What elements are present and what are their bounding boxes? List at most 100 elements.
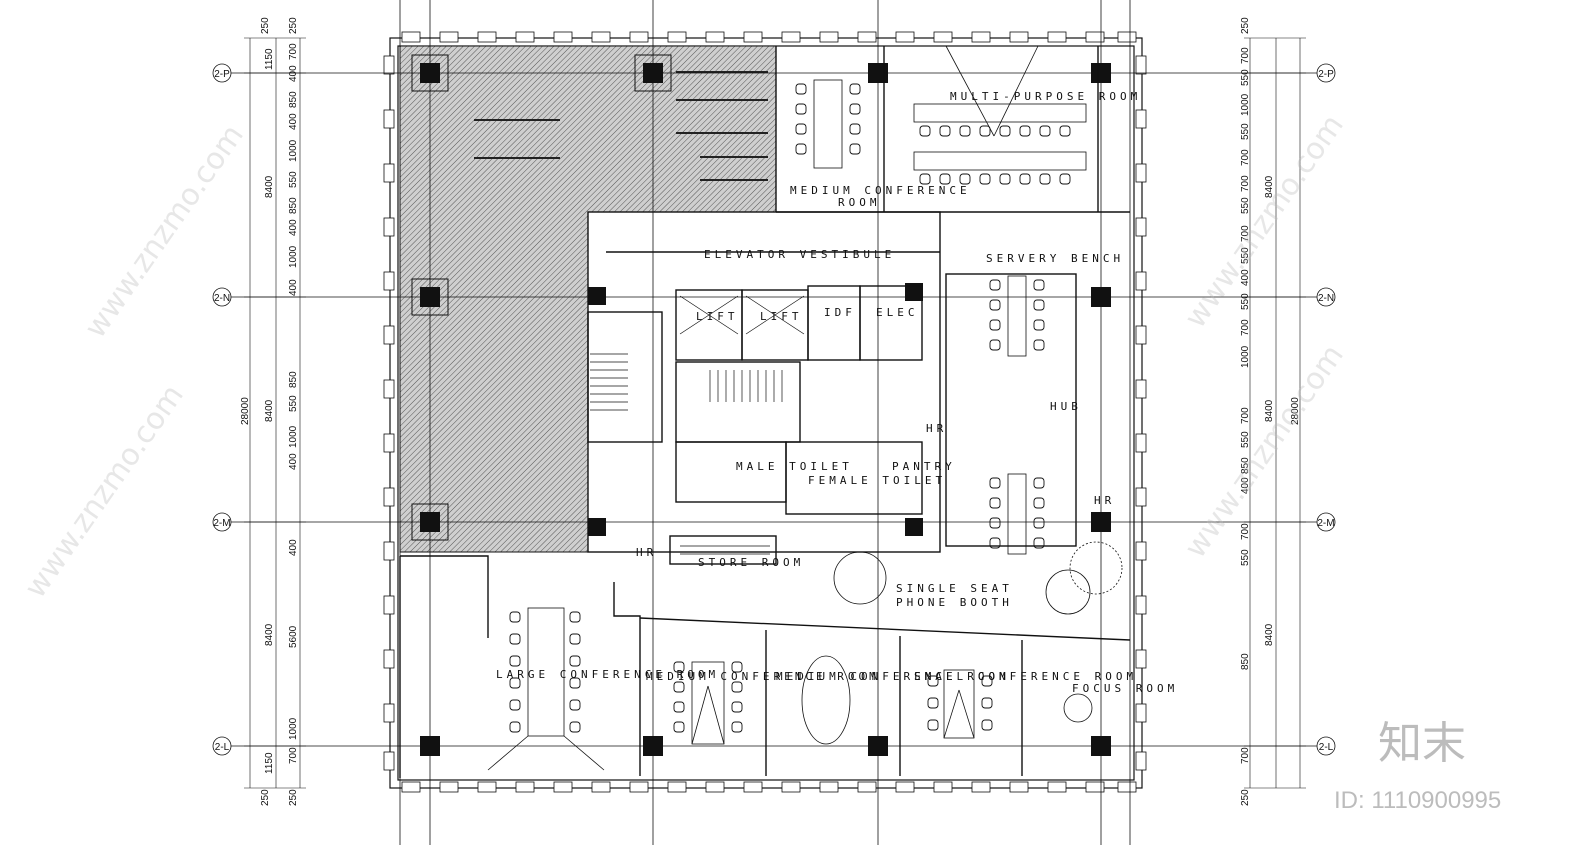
dim-left-inner-400: 400 — [288, 539, 299, 556]
dim-left-edge-bottom: 250 — [260, 789, 271, 806]
svg-text:700: 700 — [288, 43, 299, 60]
label-hub: HUB — [1050, 400, 1082, 413]
label-store-room: STORE ROOM — [698, 556, 804, 569]
svg-text:850: 850 — [1240, 457, 1251, 474]
svg-text:250: 250 — [288, 17, 299, 34]
svg-text:700: 700 — [1240, 523, 1251, 540]
label-small-conference-room: SMALL CONFERENCE ROOM — [914, 670, 1137, 683]
grid-axis-labels: 2-P 2-N 2-M 2-L 2-P 2-N 2-M 2-L — [213, 69, 1334, 753]
dimension-small-right: 250 700 550 1000 550 700 700 550 700 550… — [1240, 17, 1251, 806]
dim-left-edge-1150-bottom: 1150 — [264, 752, 275, 774]
svg-text:550: 550 — [1240, 431, 1251, 448]
label-medium-conference-top: MEDIUM CONFERENCE — [790, 184, 971, 197]
grid-lines — [230, 0, 1330, 845]
axis-left-n: 2-N — [214, 293, 230, 304]
label-lift-2: LIFT — [760, 310, 803, 323]
watermark-site-2: www.znzmo.com — [18, 378, 191, 604]
dim-bay-right-3: 8400 — [1264, 623, 1275, 646]
svg-text:700: 700 — [1240, 319, 1251, 336]
room-labels: MULTI-PURPOSE ROOM MEDIUM CONFERENCE ROO… — [496, 90, 1174, 695]
svg-text:550: 550 — [1240, 197, 1251, 214]
svg-text:850: 850 — [288, 197, 299, 214]
svg-text:700: 700 — [288, 747, 299, 764]
label-single-seat: SINGLE SEAT — [896, 582, 1013, 595]
axis-right-l: 2-L — [1319, 742, 1334, 753]
svg-text:550: 550 — [1240, 293, 1251, 310]
dim-bay-left-1: 8400 — [264, 175, 275, 198]
dim-left-edge-top: 250 — [260, 17, 271, 34]
svg-text:1000: 1000 — [288, 425, 299, 448]
axis-right-n: 2-N — [1318, 293, 1334, 304]
svg-text:400: 400 — [288, 219, 299, 236]
lift-shafts — [679, 295, 805, 335]
svg-text:550: 550 — [1240, 549, 1251, 566]
dimension-small-left: 250 700 400 850 400 1000 550 850 400 100… — [288, 17, 299, 806]
svg-text:400: 400 — [1240, 477, 1251, 494]
svg-text:250: 250 — [1240, 789, 1251, 806]
axis-left-p: 2-P — [214, 69, 230, 80]
dim-left-inner-5600: 5600 — [288, 625, 299, 648]
label-hr-3: HR — [636, 546, 657, 559]
label-medium-conference-room-2: MEDIUM CONFERENCE ROOM — [776, 670, 1010, 683]
dim-bay-left-3: 8400 — [264, 623, 275, 646]
dim-left-inner-1000: 1000 — [288, 717, 299, 740]
svg-text:400: 400 — [288, 453, 299, 470]
svg-text:1000: 1000 — [288, 245, 299, 268]
label-male-toilet: MALE TOILET — [736, 460, 853, 473]
axis-left-m: 2-M — [213, 518, 230, 529]
label-multi-purpose-room: MULTI-PURPOSE ROOM — [950, 90, 1141, 103]
stairs — [590, 353, 783, 555]
svg-text:850: 850 — [288, 371, 299, 388]
svg-text:1000: 1000 — [288, 139, 299, 162]
svg-text:400: 400 — [288, 279, 299, 296]
svg-text:550: 550 — [288, 395, 299, 412]
label-large-conference-room: LARGE CONFERENCE ROOM — [496, 668, 719, 681]
axis-left-l: 2-L — [215, 742, 230, 753]
svg-text:700: 700 — [1240, 47, 1251, 64]
dimension-text: 28000 8400 8400 8400 250 1150 1150 250 1… — [240, 17, 1301, 806]
dim-bay-right-1: 8400 — [1264, 175, 1275, 198]
label-elevator-vestibule: ELEVATOR VESTIBULE — [704, 248, 895, 261]
dim-bay-left-2: 8400 — [264, 399, 275, 422]
svg-text:250: 250 — [1240, 17, 1251, 34]
label-elec: ELEC — [876, 306, 919, 319]
svg-text:400: 400 — [1240, 269, 1251, 286]
label-female-toilet: FEMALE TOILET — [808, 474, 946, 487]
svg-text:700: 700 — [1240, 149, 1251, 166]
watermark-site-1: www.znzmo.com — [78, 118, 251, 344]
dim-bay-right-2: 8400 — [1264, 399, 1275, 422]
label-phone-booth: PHONE BOOTH — [896, 596, 1013, 609]
label-medium-conference-room-1: MEDIUM CONFERENCE ROOM — [646, 670, 880, 683]
svg-text:850: 850 — [1240, 653, 1251, 670]
label-servery-bench: SERVERY BENCH — [986, 252, 1124, 265]
svg-text:400: 400 — [288, 113, 299, 130]
label-hr-1: HR — [926, 422, 947, 435]
label-pantry: PANTRY — [892, 460, 956, 473]
svg-text:1000: 1000 — [1240, 345, 1251, 368]
svg-text:700: 700 — [1240, 747, 1251, 764]
dim-total-right: 28000 — [1290, 397, 1301, 425]
label-lift-1: LIFT — [696, 310, 739, 323]
axis-right-p: 2-P — [1318, 69, 1334, 80]
facade-mullions — [383, 31, 1147, 793]
grid-axis-markers — [212, 63, 1336, 756]
label-idf: IDF — [824, 306, 856, 319]
svg-text:850: 850 — [288, 91, 299, 108]
svg-text:550: 550 — [1240, 69, 1251, 86]
svg-text:700: 700 — [1240, 407, 1251, 424]
axis-right-m: 2-M — [1317, 518, 1334, 529]
svg-text:1000: 1000 — [1240, 93, 1251, 116]
svg-text:250: 250 — [288, 789, 299, 806]
dim-total-left: 28000 — [240, 397, 251, 425]
watermark-brand-logo: 知末 — [1378, 718, 1466, 769]
svg-text:550: 550 — [1240, 123, 1251, 140]
svg-text:700: 700 — [1240, 225, 1251, 242]
svg-text:550: 550 — [1240, 247, 1251, 264]
svg-text:400: 400 — [288, 65, 299, 82]
dimension-lines — [244, 37, 1306, 789]
dim-left-edge-1150-top: 1150 — [264, 48, 275, 70]
furniture — [487, 45, 1123, 771]
label-hr-2: HR — [1094, 494, 1115, 507]
svg-text:550: 550 — [288, 171, 299, 188]
